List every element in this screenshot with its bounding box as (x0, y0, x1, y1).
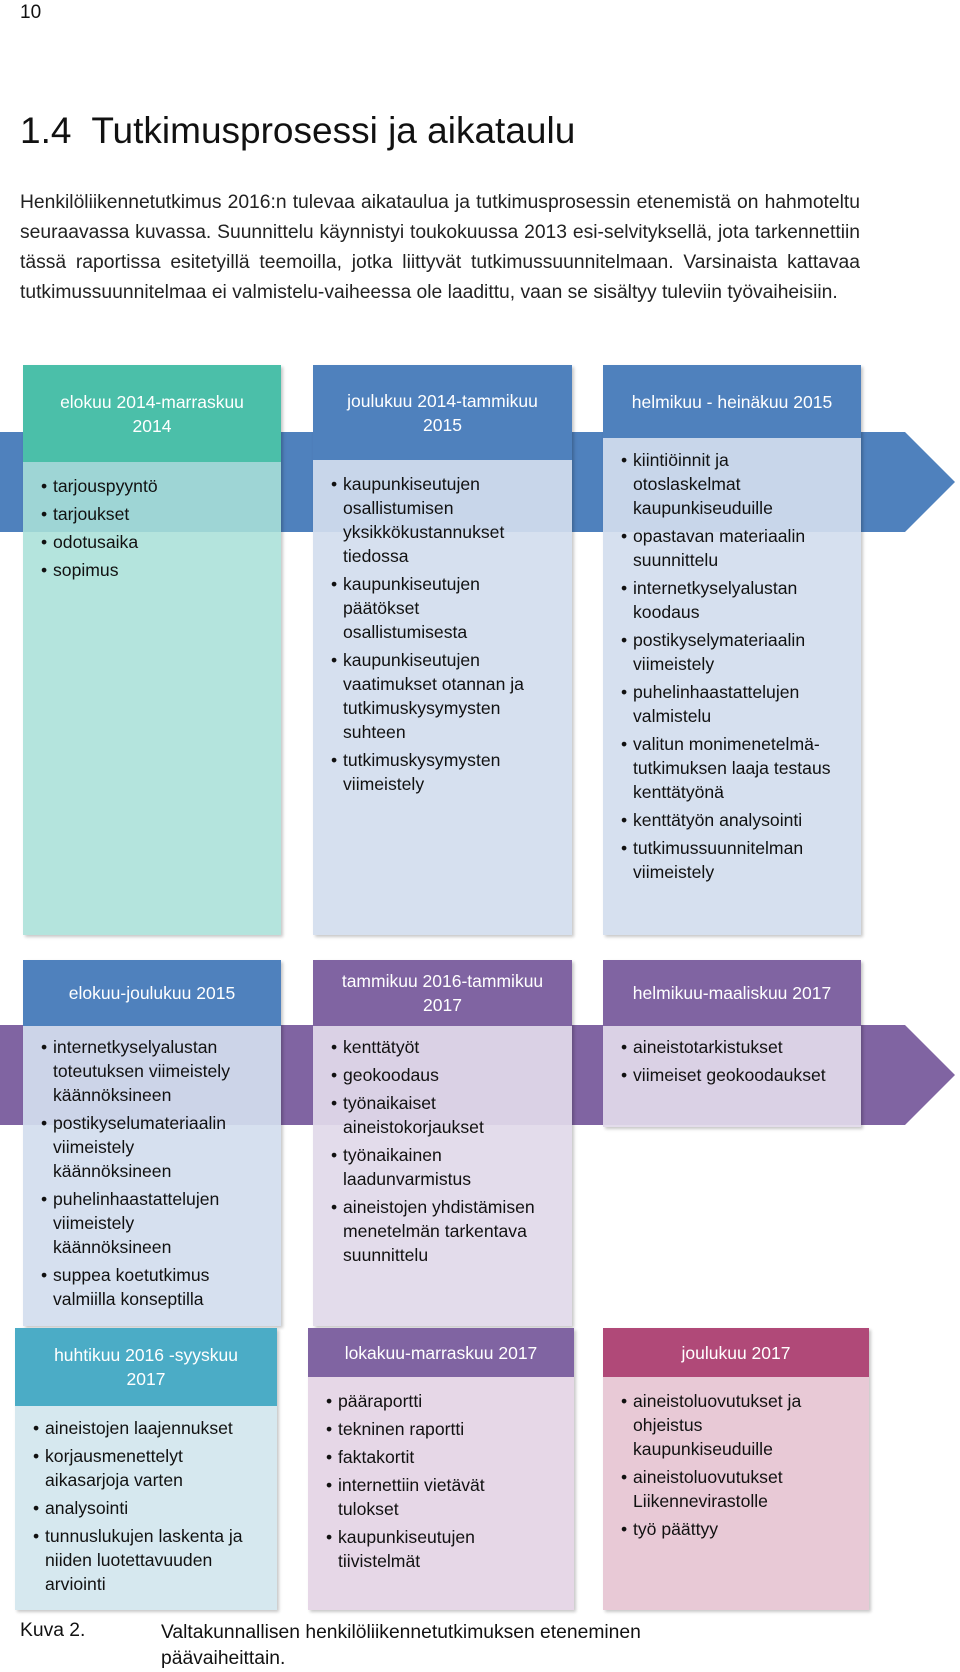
phase-item: kaupunkiseutujen osallistumisen yksikkök… (331, 472, 564, 568)
phase-item: kaupunkiseutujen päätökset osallistumise… (331, 572, 564, 644)
section-heading: 1.4 Tutkimusprosessi ja aikataulu (20, 110, 576, 151)
phase-items: aineistojen laajennukset korjausmenettel… (33, 1416, 269, 1596)
phase-item: tarjouspyyntö (41, 474, 273, 498)
phase-item: työnaikainen laadunvarmistus (331, 1143, 564, 1191)
phase-items: pääraportti tekninen raportti faktakorti… (326, 1389, 566, 1573)
phase-item: korjausmenettelyt aikasarjoja varten (33, 1444, 269, 1492)
phase-item: viimeiset geokoodaukset (621, 1063, 853, 1087)
page-number: 10 (20, 2, 42, 23)
phase-header: tammikuu 2016-tammikuu 2017 (313, 960, 572, 1026)
phase-header: lokakuu-marraskuu 2017 (308, 1328, 574, 1377)
phase-box-3: helmikuu - heinäkuu 2015 kiintiöinnit ja… (603, 365, 861, 935)
phase-items: aineistotarkistukset viimeiset geokoodau… (621, 1035, 853, 1087)
phase-item: puhelinhaastattelujen viimeistely käännö… (41, 1187, 273, 1259)
intro-paragraph: Henkilöliikennetutkimus 2016:n tulevaa a… (20, 192, 860, 303)
phase-item: faktakortit (326, 1445, 566, 1469)
phase-body: pääraportti tekninen raportti faktakorti… (308, 1377, 574, 1610)
phase-body: aineistojen laajennukset korjausmenettel… (15, 1406, 277, 1610)
phase-items: aineistoluovutukset ja ohjeistus kaupunk… (621, 1389, 861, 1541)
phase-item: tutkimussuunnitelman viimeistely (621, 836, 853, 884)
phase-item: kaupunkiseutujen vaatimukset otannan ja … (331, 648, 564, 744)
phase-item: internetkyselyalustan toteutuksen viimei… (41, 1035, 273, 1107)
phase-body: kaupunkiseutujen osallistumisen yksikkök… (313, 460, 572, 935)
phase-items: kenttätyöt geokoodaus työnaikaiset ainei… (331, 1035, 564, 1267)
phase-item: työ päättyy (621, 1517, 861, 1541)
phase-items: internetkyselyalustan toteutuksen viimei… (41, 1035, 273, 1311)
figure-caption-text: Valtakunnallisen henkilöliikennetutkimuk… (161, 1622, 641, 1669)
phase-item: odotusaika (41, 530, 273, 554)
phase-item: internettiin vietävät tulokset (326, 1473, 566, 1521)
phase-item: aineistotarkistukset (621, 1035, 853, 1059)
phase-box-2: joulukuu 2014-tammikuu 2015 kaupunkiseut… (313, 365, 572, 935)
phase-header: elokuu 2014-marraskuu 2014 (23, 365, 281, 462)
phase-item: internetkyselyalustan koodaus (621, 576, 853, 624)
phase-item: työnaikaiset aineistokorjaukset (331, 1091, 564, 1139)
phase-box-9: joulukuu 2017 aineistoluovutukset ja ohj… (603, 1328, 869, 1610)
phase-item: geokoodaus (331, 1063, 564, 1087)
phase-item: aineistoluovutukset ja ohjeistus kaupunk… (621, 1389, 861, 1461)
phase-header: helmikuu-maaliskuu 2017 (603, 960, 861, 1026)
phase-item: kenttätyöt (331, 1035, 564, 1059)
phase-box-5: tammikuu 2016-tammikuu 2017 kenttätyöt g… (313, 960, 572, 1326)
phase-box-1: elokuu 2014-marraskuu 2014 tarjouspyyntö… (23, 365, 281, 935)
phase-body: aineistoluovutukset ja ohjeistus kaupunk… (603, 1377, 869, 1610)
phase-item: tunnuslukujen laskenta ja niiden luotett… (33, 1524, 269, 1596)
phase-item: puhelinhaastattelujen valmistelu (621, 680, 853, 728)
figure-caption-label: Kuva 2. (20, 1620, 86, 1641)
phase-item: aineistoluovutukset Liikennevirastolle (621, 1465, 861, 1513)
phase-items: kaupunkiseutujen osallistumisen yksikkök… (331, 472, 564, 796)
phase-item: opastavan materiaalin suunnittelu (621, 524, 853, 572)
phase-item: aineistojen yhdistämisen menetelmän tark… (331, 1195, 564, 1267)
phase-item: tekninen raportti (326, 1417, 566, 1441)
phase-item: kenttätyön analysointi (621, 808, 853, 832)
phase-item: kiintiöinnit ja otoslaskelmat kaupunkise… (621, 448, 853, 520)
phase-header: elokuu-joulukuu 2015 (23, 960, 281, 1026)
phase-item: analysointi (33, 1496, 269, 1520)
phase-box-8: lokakuu-marraskuu 2017 pääraportti tekni… (308, 1328, 574, 1610)
phase-item: suppea koetutkimus valmiilla konseptilla (41, 1263, 273, 1311)
phase-body: kenttätyöt geokoodaus työnaikaiset ainei… (313, 1026, 572, 1326)
phase-item: postikyselumateriaalin viimeistely käänn… (41, 1111, 273, 1183)
phase-item: aineistojen laajennukset (33, 1416, 269, 1440)
phase-header: joulukuu 2014-tammikuu 2015 (313, 365, 572, 460)
phase-body: kiintiöinnit ja otoslaskelmat kaupunkise… (603, 438, 861, 935)
phase-items: kiintiöinnit ja otoslaskelmat kaupunkise… (621, 448, 853, 884)
phase-item: valitun monimenetelmä- tutkimuksen laaja… (621, 732, 853, 804)
phase-item: tutkimuskysymysten viimeistely (331, 748, 564, 796)
phase-header: huhtikuu 2016 -syyskuu 2017 (15, 1328, 277, 1406)
phase-item: sopimus (41, 558, 273, 582)
phase-header: joulukuu 2017 (603, 1328, 869, 1377)
phase-item: kaupunkiseutujen tiivistelmät (326, 1525, 566, 1573)
phase-box-7: huhtikuu 2016 -syyskuu 2017 aineistojen … (15, 1328, 277, 1610)
phase-body: aineistotarkistukset viimeiset geokoodau… (603, 1026, 861, 1127)
phase-items: tarjouspyyntö tarjoukset odotusaika sopi… (41, 474, 273, 582)
phase-body: internetkyselyalustan toteutuksen viimei… (23, 1026, 281, 1326)
phase-box-4: elokuu-joulukuu 2015 internetkyselyalust… (23, 960, 281, 1326)
phase-box-6: helmikuu-maaliskuu 2017 aineistotarkistu… (603, 960, 861, 1127)
phase-item: tarjoukset (41, 502, 273, 526)
phase-header: helmikuu - heinäkuu 2015 (603, 365, 861, 438)
phase-body: tarjouspyyntö tarjoukset odotusaika sopi… (23, 462, 281, 935)
phase-item: postikyselymateriaalin viimeistely (621, 628, 853, 676)
phase-item: pääraportti (326, 1389, 566, 1413)
